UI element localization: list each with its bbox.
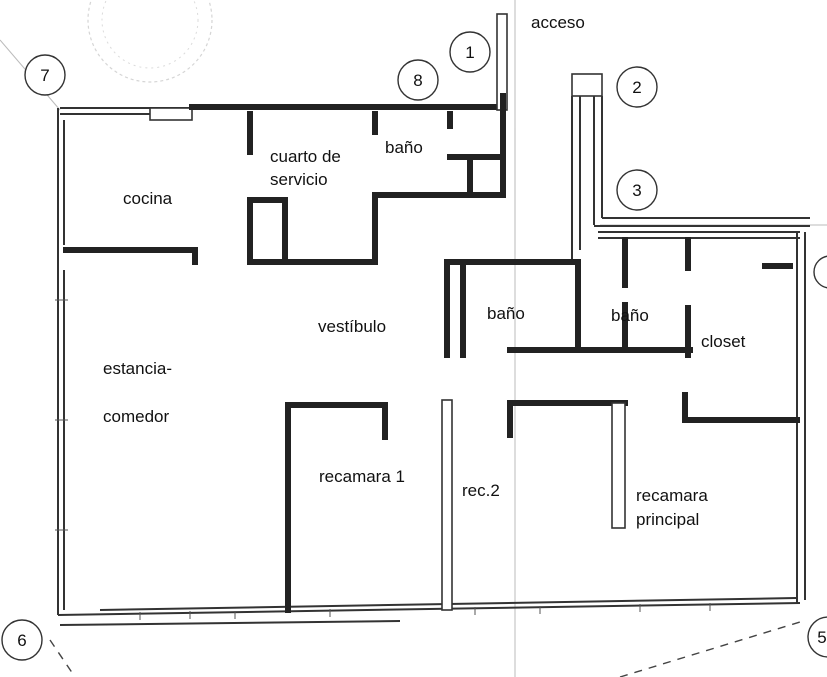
bathroom-walls xyxy=(444,237,800,423)
window-marks xyxy=(55,299,711,620)
room-label-vestibulo: vestíbulo xyxy=(318,317,387,336)
service-walls xyxy=(63,111,503,265)
room-label-bano-1: baño xyxy=(487,304,525,323)
vertex-marker-1: 1 xyxy=(449,31,491,73)
vertex-marker-7-label: 7 xyxy=(40,66,49,85)
room-label-cuarto-de-servicio-line-2: servicio xyxy=(270,170,328,189)
room-label-recamara-principal-line-2: principal xyxy=(636,510,700,529)
vertex-marker-8: 8 xyxy=(397,59,439,101)
vertex-marker-2-label: 2 xyxy=(632,78,641,97)
vertex-marker-6-label: 6 xyxy=(17,631,26,650)
outer-walls xyxy=(57,13,810,626)
room-label-closet: closet xyxy=(701,332,746,351)
property-boundary xyxy=(49,621,801,677)
room-label-recamara-principal-line-1: recamara xyxy=(636,486,708,505)
vertex-marker-6: 6 xyxy=(1,619,43,661)
vertex-marker-5-label: 5 xyxy=(817,628,826,647)
room-label-cocina: cocina xyxy=(123,189,173,208)
vertex-marker-5: 5 xyxy=(807,616,827,658)
room-label-bano-servicio: baño xyxy=(385,138,423,157)
vertex-marker-2: 2 xyxy=(616,66,658,108)
vertex-marker-east-partial xyxy=(813,255,827,289)
vertex-marker-8-label: 8 xyxy=(413,71,422,90)
vertex-marker-7: 7 xyxy=(24,54,66,96)
room-label-estancia-comedor-line-2: comedor xyxy=(103,407,170,426)
room-label-recamara-1: recamara 1 xyxy=(319,467,405,486)
room-label-estancia-comedor-line-1: estancia- xyxy=(103,359,172,378)
vertex-marker-3-label: 3 xyxy=(632,181,641,200)
room-label-acceso: acceso xyxy=(531,13,585,32)
vertex-marker-1-label: 1 xyxy=(465,43,474,62)
room-label-cuarto-de-servicio-line-1: cuarto de xyxy=(270,147,341,166)
room-label-rec-2: rec.2 xyxy=(462,481,500,500)
stamp-seal xyxy=(87,0,213,83)
bedroom-walls xyxy=(285,399,628,613)
room-label-bano-2: baño xyxy=(611,306,649,325)
vertex-marker-3: 3 xyxy=(616,169,658,211)
